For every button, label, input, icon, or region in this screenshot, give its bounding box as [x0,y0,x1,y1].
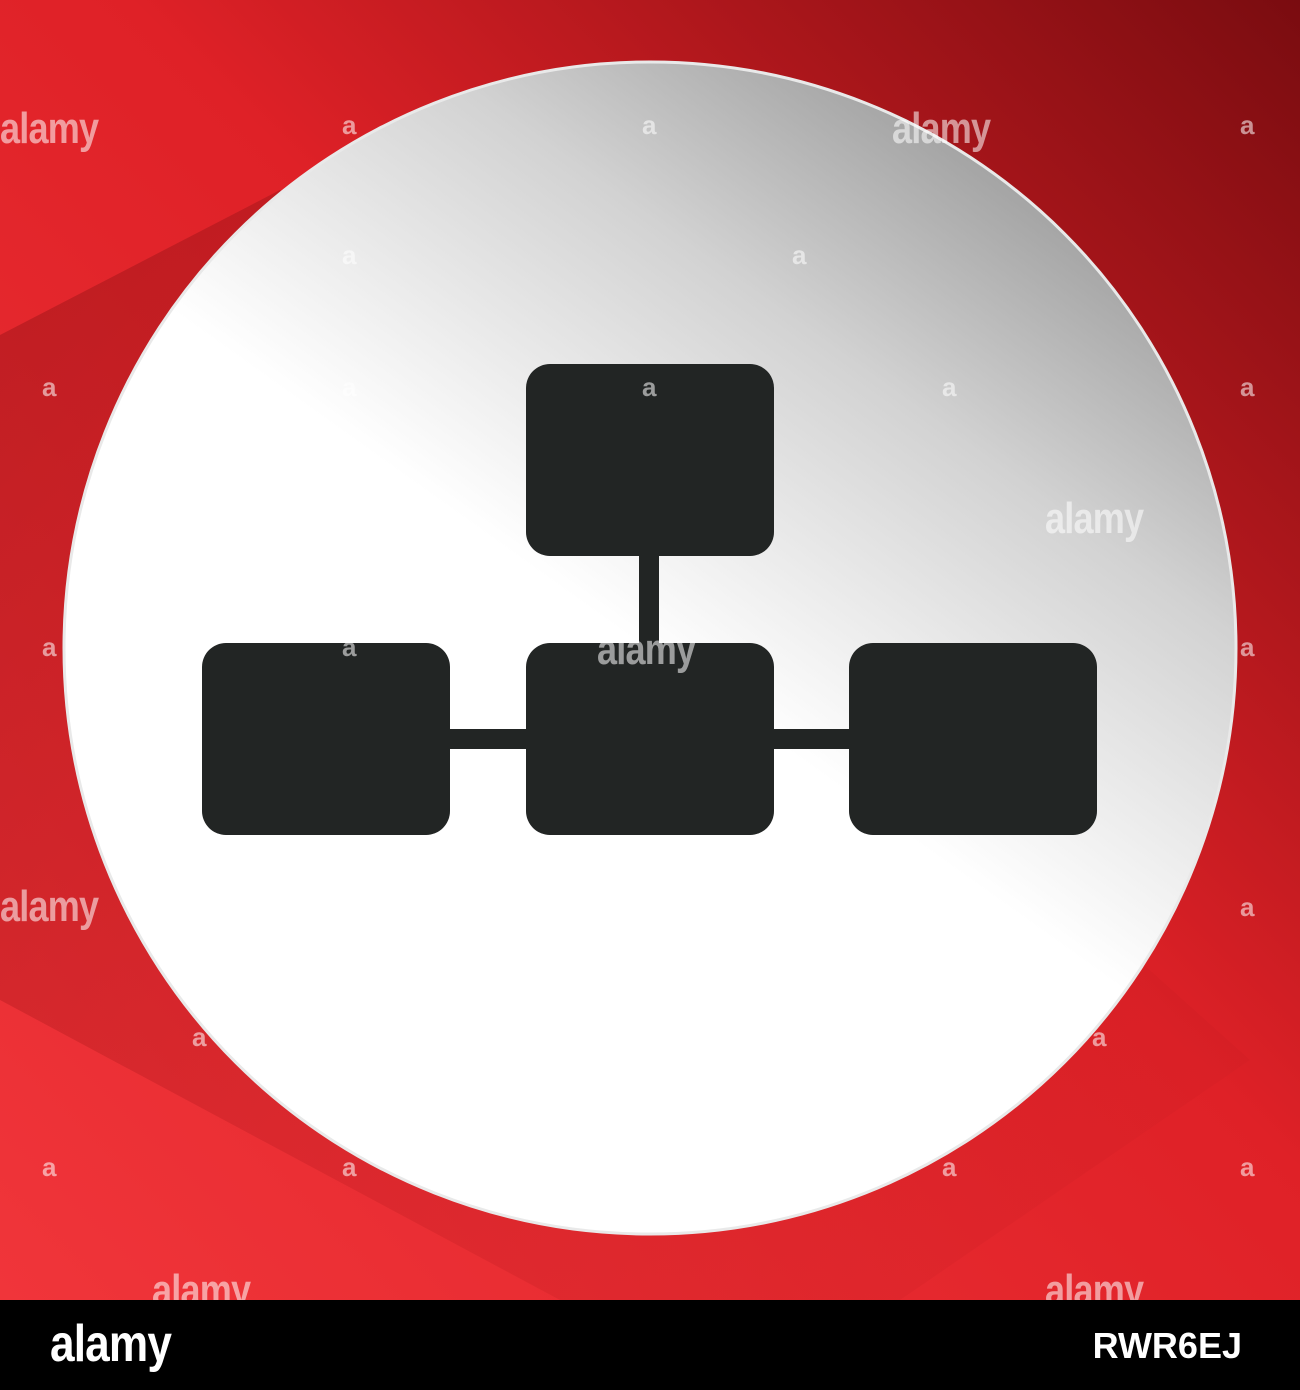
hierarchy-flowchart-icon [202,364,1097,835]
flowchart-node-right [849,643,1097,835]
flowchart-node-left [202,643,450,835]
footer-bar: alamy RWR6EJ [0,1300,1300,1390]
artwork-svg [0,0,1300,1300]
flowchart-connector-vertical [639,550,659,650]
flowchart-node-top [526,364,774,556]
artwork: alamy alamy alamy alamy alamy alamy alam… [0,0,1300,1300]
flowchart-node-center [526,643,774,835]
image-id-label: RWR6EJ [1092,1325,1242,1366]
footer-logo: alamy [50,1315,172,1373]
